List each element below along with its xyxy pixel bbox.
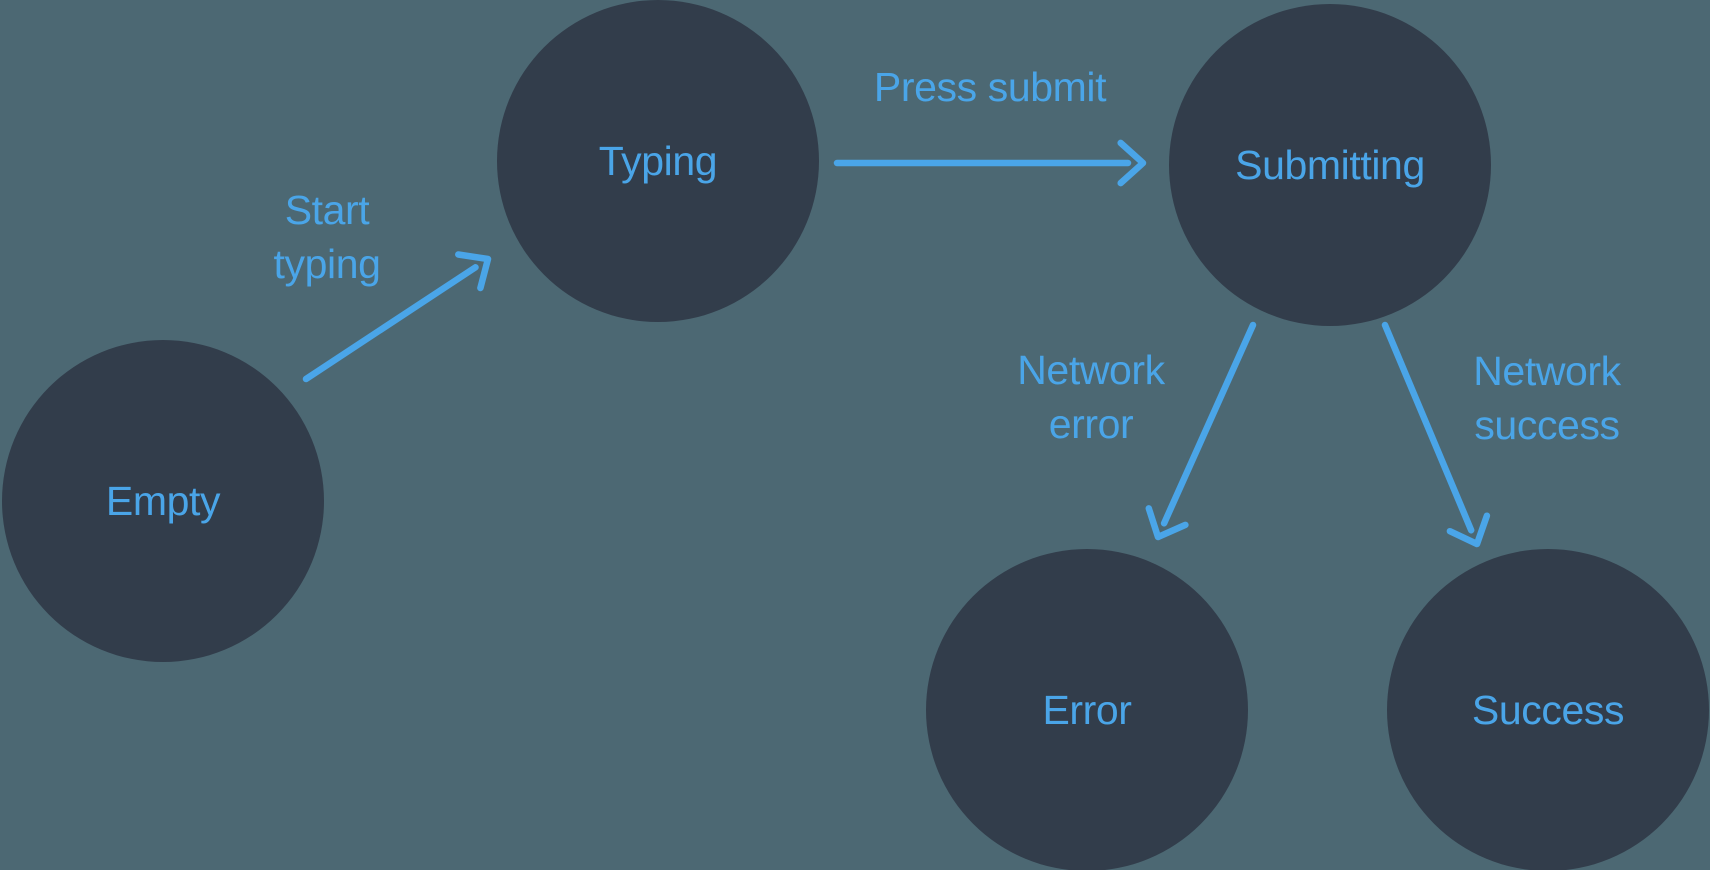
state-node-empty: Empty — [2, 340, 324, 662]
state-node-typing: Typing — [497, 0, 819, 322]
state-node-submitting: Submitting — [1169, 4, 1491, 326]
transition-label-start-typing: Start typing — [273, 186, 381, 287]
state-label-submitting: Submitting — [1235, 141, 1425, 188]
state-node-error: Error — [926, 549, 1248, 870]
arrowhead-start-typing — [455, 251, 492, 292]
state-label-success: Success — [1471, 686, 1625, 733]
arrow-shaft-network-success — [1381, 321, 1475, 534]
transition-arrow-network-success — [1381, 321, 1491, 548]
arrowhead-network-success — [1446, 512, 1491, 548]
state-label-typing: Typing — [598, 137, 718, 184]
arrow-shaft-network-error — [1160, 321, 1257, 527]
arrowhead-press-submit — [1117, 139, 1147, 187]
arrowhead-network-error — [1145, 505, 1189, 541]
state-label-empty: Empty — [105, 477, 221, 524]
transition-label-network-error: Network error — [1017, 346, 1165, 447]
transition-label-press-submit: Press submit — [873, 63, 1107, 110]
transition-label-network-success: Network success — [1473, 347, 1621, 448]
state-node-success: Success — [1387, 549, 1709, 870]
state-label-error: Error — [1042, 686, 1132, 733]
transition-arrow-press-submit — [833, 139, 1147, 187]
